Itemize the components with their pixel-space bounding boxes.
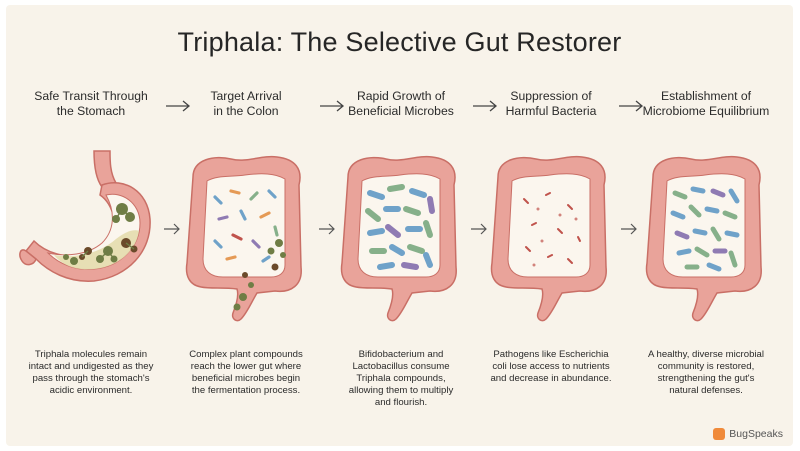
brand-name: BugSpeaks: [729, 428, 783, 440]
infographic-canvas: Triphala: The Selective Gut Restorer Saf…: [6, 5, 793, 446]
stomach-icon: [19, 150, 151, 282]
arrow-right-icon: [621, 223, 637, 235]
step-3-desc-line-1: Bifidobacterium and: [358, 349, 444, 360]
step-5-heading-line-2: Microbiome Equilibrium: [642, 104, 770, 118]
step-3-heading-line-1: Rapid Growth of: [356, 89, 446, 103]
step-4-pathogen-suppression: Suppression of Harmful Bacteria Pathogen…: [476, 5, 626, 446]
colon-growth-icon: [340, 155, 457, 322]
step-3-desc-line-2: Lactobacillus consume: [352, 361, 450, 372]
page-title: Triphala: The Selective Gut Restorer: [177, 27, 622, 57]
step-3-desc-line-3: Triphala compounds,: [356, 373, 446, 384]
arrow-right-icon: [473, 100, 498, 112]
step-5-equilibrium: Establishment of Microbiome Equilibrium …: [631, 5, 781, 446]
arrow-right-icon: [471, 223, 487, 235]
step-1-heading-line-1: Safe Transit Through: [34, 89, 148, 103]
brand-logo: BugSpeaks: [713, 428, 783, 440]
step-1-desc-line-3: pass through the stomach's: [32, 373, 150, 384]
colon-equilibrium-icon: [645, 155, 762, 322]
step-3-heading-line-2: Beneficial Microbes: [348, 104, 454, 118]
step-4-heading-line-1: Suppression of: [510, 89, 592, 103]
step-4-description: Pathogens like Escherichia coli lose acc…: [476, 349, 626, 385]
step-1-desc-line-2: intact and undigested as they: [28, 361, 154, 372]
step-2-heading-line-1: Target Arrival: [210, 89, 282, 103]
step-2-colon-arrival: Target Arrival in the Colon Complex pl: [171, 5, 321, 446]
step-3-desc-line-5: and flourish.: [374, 397, 428, 408]
step-2-heading: Target Arrival in the Colon: [171, 89, 321, 119]
step-1-heading: Safe Transit Through the Stomach: [16, 89, 166, 119]
step-4-desc-line-2: coli lose access to nutrients: [492, 361, 610, 372]
arrow-right-icon: [164, 223, 180, 235]
step-5-heading-line-1: Establishment of: [660, 89, 752, 103]
step-5-desc-line-1: A healthy, diverse microbial: [647, 349, 765, 360]
step-2-desc-line-4: the fermentation process.: [191, 385, 301, 396]
step-2-desc-line-1: Complex plant compounds: [189, 349, 303, 360]
arrow-right-icon: [166, 100, 191, 112]
step-3-desc-line-4: allowing them to multiply: [348, 385, 454, 396]
step-3-description: Bifidobacterium and Lactobacillus consum…: [326, 349, 476, 409]
step-5-desc-line-2: community is restored,: [657, 361, 755, 372]
step-5-heading: Establishment of Microbiome Equilibrium: [631, 89, 781, 119]
step-5-description: A healthy, diverse microbial community i…: [631, 349, 781, 397]
colon-suppression-icon: [490, 155, 607, 322]
step-3-heading: Rapid Growth of Beneficial Microbes: [326, 89, 476, 119]
step-2-description: Complex plant compounds reach the lower …: [171, 349, 321, 397]
step-1-heading-line-2: the Stomach: [56, 104, 126, 118]
arrow-right-icon: [320, 100, 345, 112]
step-1-desc-line-4: acidic environment.: [49, 385, 133, 396]
arrow-right-icon: [319, 223, 335, 235]
step-4-heading-line-2: Harmful Bacteria: [505, 104, 597, 118]
step-5-desc-line-4: natural defenses.: [669, 385, 743, 396]
step-2-heading-line-2: in the Colon: [213, 104, 279, 118]
step-2-desc-line-2: reach the lower gut where: [190, 361, 302, 372]
step-4-heading: Suppression of Harmful Bacteria: [476, 89, 626, 119]
step-4-desc-line-3: and decrease in abundance.: [490, 373, 612, 384]
step-1-description: Triphala molecules remain intact and und…: [16, 349, 166, 397]
step-5-desc-line-3: strengthening the gut's: [657, 373, 755, 384]
colon-arrival-icon: [185, 155, 302, 322]
step-4-desc-line-1: Pathogens like Escherichia: [493, 349, 609, 360]
step-1-desc-line-1: Triphala molecules remain: [34, 349, 148, 360]
bugspeaks-logo-icon: [713, 428, 726, 440]
step-3-beneficial-growth: Rapid Growth of Beneficial Microbes Bifi…: [326, 5, 476, 446]
step-2-desc-line-3: beneficial microbes begin: [191, 373, 301, 384]
arrow-right-icon: [619, 100, 644, 112]
step-1-stomach: Safe Transit Through the Stomach: [16, 5, 166, 446]
